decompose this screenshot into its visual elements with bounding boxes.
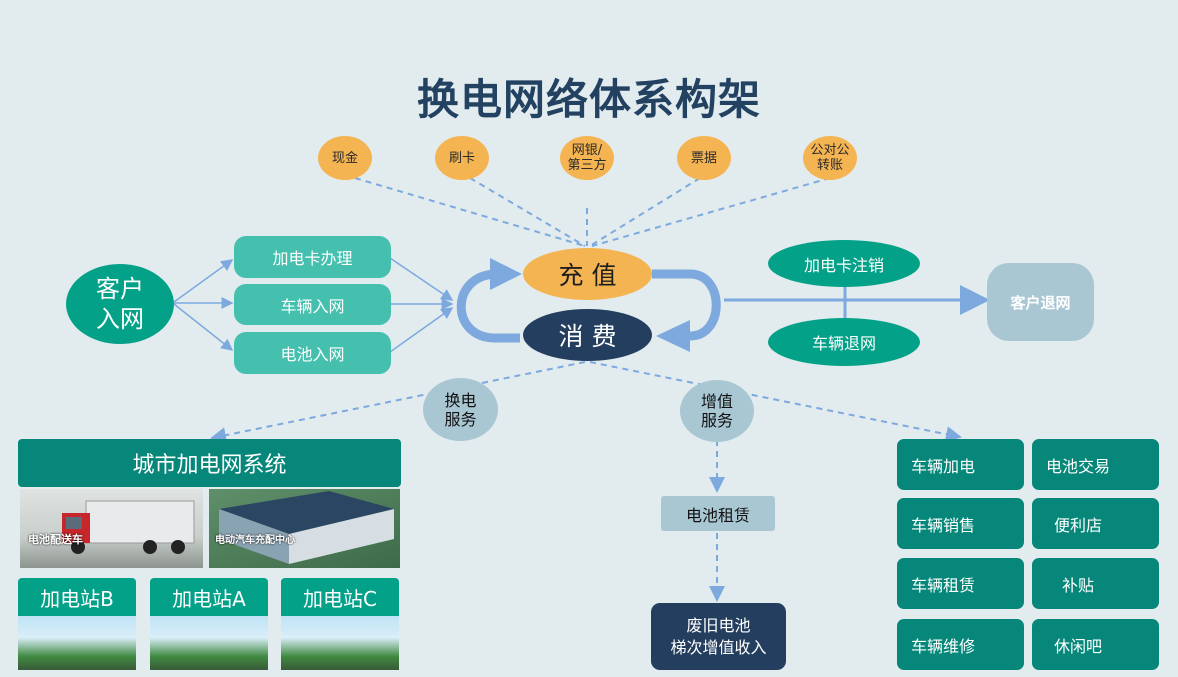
station-c-photo bbox=[281, 616, 399, 670]
payment-transfer: 公对公 转账 bbox=[803, 136, 857, 180]
station-a-photo bbox=[150, 616, 268, 670]
customer-node: 客户 入网 bbox=[66, 264, 174, 344]
payment-online: 网银/ 第三方 bbox=[560, 136, 614, 180]
page-title: 换电网络体系构架 bbox=[416, 75, 761, 124]
delivery-truck-photo: 电池配送车 bbox=[20, 489, 203, 568]
value-item-vehicle-repair: 车辆维修 bbox=[897, 619, 1024, 670]
waste-battery-node: 废旧电池 梯次增值收入 bbox=[651, 603, 786, 670]
consume-node: 消 费 bbox=[523, 309, 652, 361]
onboard-battery: 电池入网 bbox=[234, 332, 391, 374]
payment-card: 刷卡 bbox=[435, 136, 489, 180]
truck-icon bbox=[62, 500, 195, 554]
battery-rental-node: 电池租赁 bbox=[661, 496, 775, 531]
value-item-vehicle-sales: 车辆销售 bbox=[897, 498, 1024, 549]
station-b-title: 加电站B bbox=[18, 578, 136, 616]
payment-cash: 现金 bbox=[318, 136, 372, 180]
station-b-photo bbox=[18, 616, 136, 670]
value-item-battery-trade: 电池交易 bbox=[1032, 439, 1159, 490]
charging-center-label: 电动汽车充配中心 bbox=[215, 535, 295, 546]
city-system-title: 城市加电网系统 bbox=[18, 439, 401, 487]
delivery-truck-label: 电池配送车 bbox=[28, 533, 83, 546]
onboard-vehicle: 车辆入网 bbox=[234, 284, 391, 325]
station-a-title: 加电站A bbox=[150, 578, 268, 616]
value-item-vehicle-rental: 车辆租赁 bbox=[897, 558, 1024, 609]
charging-center-photo: 电动汽车充配中心 bbox=[209, 489, 400, 568]
value-item-lounge: 休闲吧 bbox=[1032, 619, 1159, 670]
card-cancel-node: 加电卡注销 bbox=[768, 240, 920, 287]
station-c-title: 加电站C bbox=[281, 578, 399, 616]
vehicle-exit-node: 车辆退网 bbox=[768, 318, 920, 366]
swap-service-node: 换电 服务 bbox=[423, 378, 498, 441]
onboard-card: 加电卡办理 bbox=[234, 236, 391, 278]
value-item-convenience-store: 便利店 bbox=[1032, 498, 1159, 549]
recharge-node: 充 值 bbox=[523, 248, 652, 300]
payment-receipt: 票据 bbox=[677, 136, 731, 180]
value-item-subsidy: 补贴 bbox=[1032, 558, 1159, 609]
charging-center-icon bbox=[219, 491, 394, 564]
customer-exit-node: 客户退网 bbox=[987, 263, 1094, 341]
value-item-charging: 车辆加电 bbox=[897, 439, 1024, 490]
value-added-service-node: 增值 服务 bbox=[680, 380, 754, 442]
